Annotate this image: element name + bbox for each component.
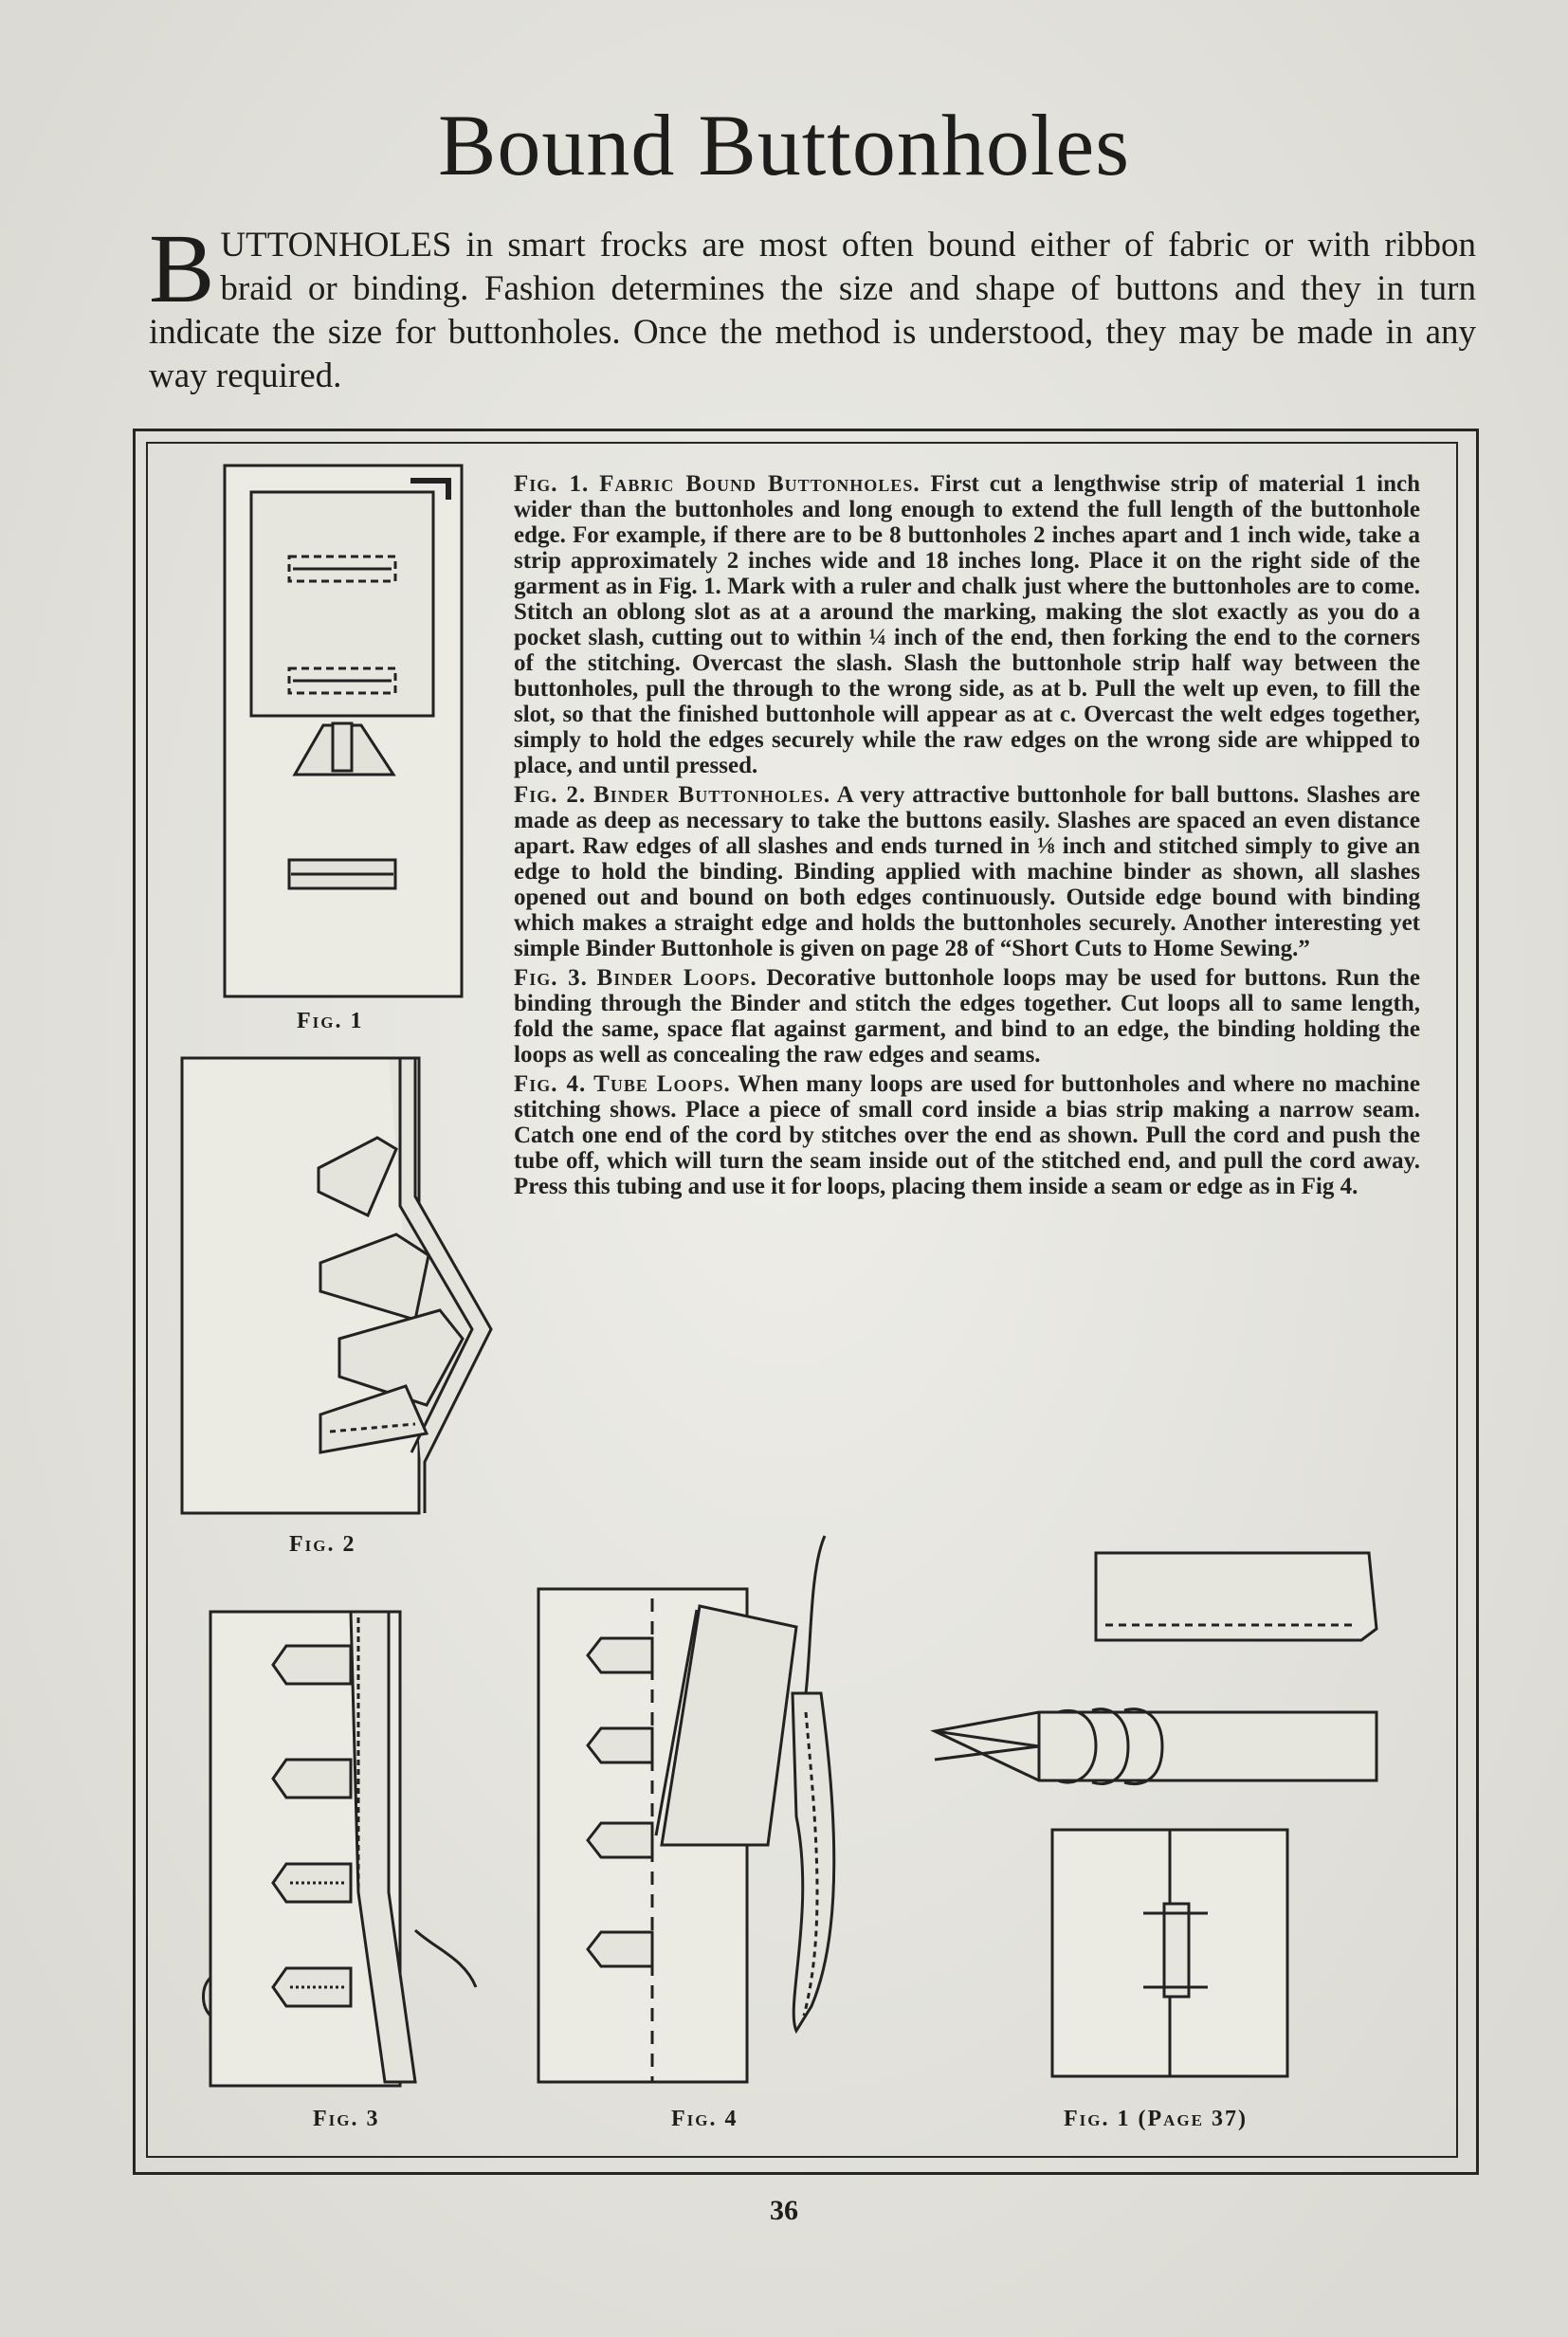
section-fig1: Fig. 1. Fabric Bound Buttonholes. First …	[514, 471, 1420, 778]
figure-frame-outer	[133, 429, 1479, 2175]
fig3-caption: Fig. 3	[313, 2107, 380, 2131]
section-fig2: Fig. 2. Binder Buttonholes. A very attra…	[514, 782, 1420, 961]
section-label: Fig. 3.	[514, 965, 588, 991]
fig2-illustration	[178, 1054, 501, 1519]
fig4-caption: Fig. 4	[671, 2107, 738, 2131]
drop-cap: B	[149, 214, 215, 323]
section-fig4: Fig. 4. Tube Loops. When many loops are …	[514, 1071, 1420, 1199]
section-heading: Tube Loops.	[593, 1071, 731, 1097]
fig1-page37-illustration	[925, 1545, 1399, 2086]
fig1-caption: Fig. 1	[297, 1009, 364, 1033]
figure-frame-inner	[146, 442, 1458, 2158]
section-text: First cut a lengthwise strip of material…	[514, 471, 1421, 778]
instructions-text: Fig. 1. Fabric Bound Buttonholes. First …	[514, 471, 1420, 1203]
section-text: Decorative buttonhole loops may be used …	[514, 965, 1421, 1068]
section-text: When many loops are used for buttonholes…	[514, 1071, 1421, 1199]
fig2-caption: Fig. 2	[289, 1532, 356, 1557]
section-label: Fig. 4.	[514, 1071, 587, 1097]
section-heading: Fabric Bound Buttonholes.	[599, 471, 921, 497]
section-text: A very attractive buttonhole for ball bu…	[514, 782, 1421, 961]
section-heading: Binder Loops.	[596, 965, 757, 991]
fig1-page37-caption: Fig. 1 (Page 37)	[1064, 2107, 1248, 2131]
page-title: Bound Buttonholes	[437, 97, 1131, 193]
section-label: Fig. 2.	[514, 782, 587, 808]
section-label: Fig. 1.	[514, 471, 590, 497]
fig4-illustration	[531, 1532, 844, 2091]
fig1-illustration	[221, 462, 467, 1002]
fig3-illustration	[199, 1608, 483, 2091]
section-heading: Binder Buttonholes.	[593, 782, 831, 808]
intro-text: UTTONHOLES in smart frocks are most ofte…	[149, 226, 1476, 395]
section-fig3: Fig. 3. Binder Loops. Decorative buttonh…	[514, 965, 1420, 1068]
page-number: 36	[770, 2195, 798, 2226]
